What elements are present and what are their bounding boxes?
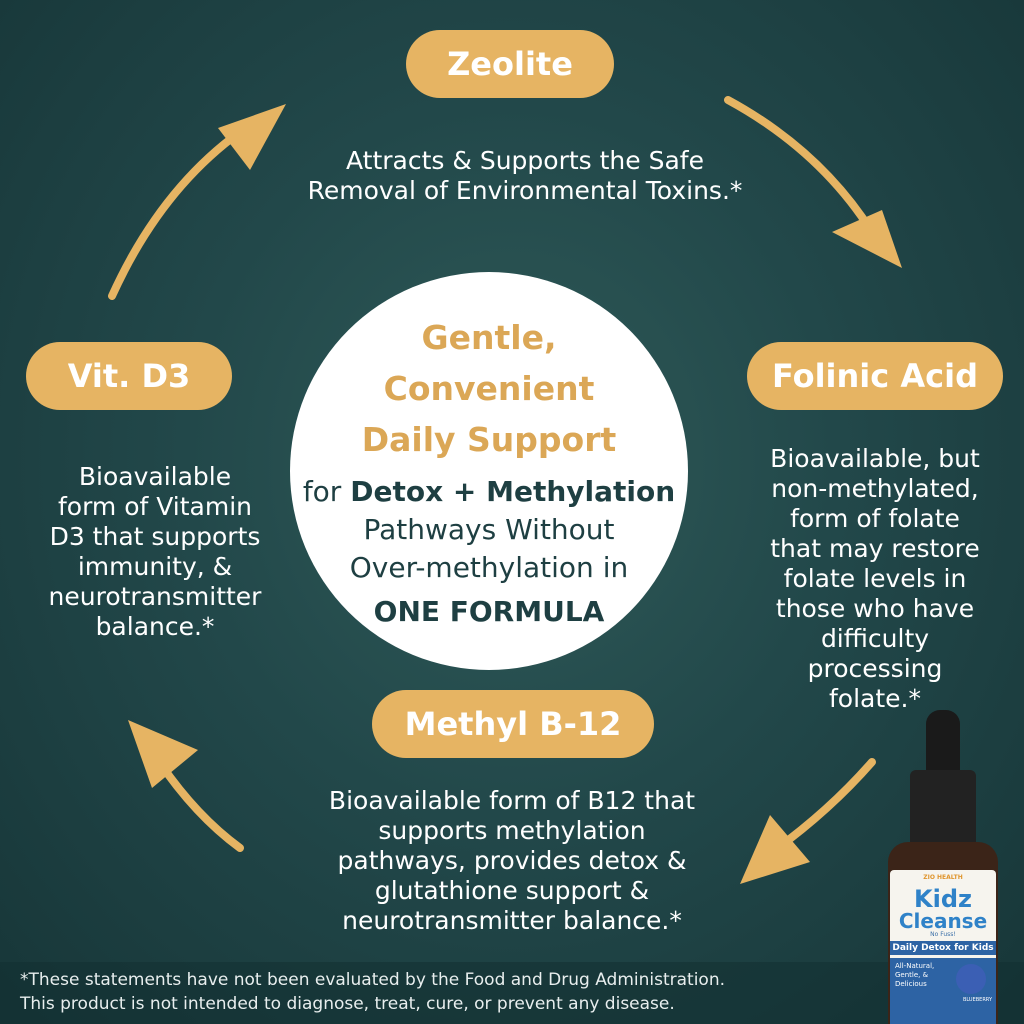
product-bottle: ZIO HEALTH Kidz Cleanse No Fuss! Daily D… [888, 710, 998, 1024]
arrow-b12-to-d3 [154, 756, 244, 852]
flavor-label: BLUEBERRY [962, 997, 992, 1003]
dropper-cap [910, 770, 976, 848]
bottle-label: ZIO HEALTH Kidz Cleanse No Fuss! Daily D… [890, 870, 996, 1024]
arrow-folinic-to-b12 [771, 758, 876, 854]
vit-d3-label: Vit. D3 [26, 342, 232, 410]
headline-line-1: Gentle, [421, 317, 557, 357]
headline-line-2: Convenient [383, 368, 595, 408]
arrow-d3-to-zeolite [108, 128, 244, 300]
disclaimer-line-1: *These statements have not been evaluate… [20, 970, 726, 990]
arrow-head-1 [832, 210, 902, 268]
folinic-acid-label: Folinic Acid [747, 342, 1003, 410]
methyl-b12-description: Bioavailable form of B12 that supports m… [328, 786, 696, 935]
product-tagline: Daily Detox for Kids [890, 941, 996, 955]
arrow-head-2 [740, 815, 810, 884]
product-sub-small: No Fuss! [930, 931, 956, 938]
product-features: All-Natural, Gentle, & Delicious BLUEBER… [890, 958, 996, 1024]
vit-d3-description: Bioavailable form of Vitamin D3 that sup… [48, 462, 262, 641]
zeolite-description: Attracts & Supports the Safe Removal of … [307, 146, 743, 205]
methyl-b12-label: Methyl B-12 [372, 690, 654, 758]
headline-line-3: Daily Support [361, 419, 617, 459]
zeolite-label: Zeolite [406, 30, 614, 98]
folinic-acid-description: Bioavailable, but non-methylated, form o… [770, 444, 980, 713]
blueberry-icon [956, 964, 986, 994]
center-circle: Gentle, Convenient Daily Support for Det… [290, 272, 688, 670]
arrow-zeolite-to-folinic [724, 96, 876, 236]
center-line-2: Pathways Without [363, 512, 615, 546]
disclaimer-footer: *These statements have not been evaluate… [0, 962, 1024, 1024]
brand-name: ZIO HEALTH [923, 874, 963, 881]
arrow-head-3 [128, 720, 198, 788]
product-name-1: Kidz [914, 885, 972, 913]
center-formula: ONE FORMULA [373, 594, 605, 628]
product-name-2: Cleanse [898, 909, 988, 933]
disclaimer-line-2: This product is not intended to diagnose… [20, 994, 675, 1014]
center-line-1: for Detox + Methylation [302, 474, 676, 508]
center-line-3: Over-methylation in [349, 550, 629, 584]
dropper-bulb [926, 710, 960, 774]
arrow-head-4 [218, 104, 286, 170]
